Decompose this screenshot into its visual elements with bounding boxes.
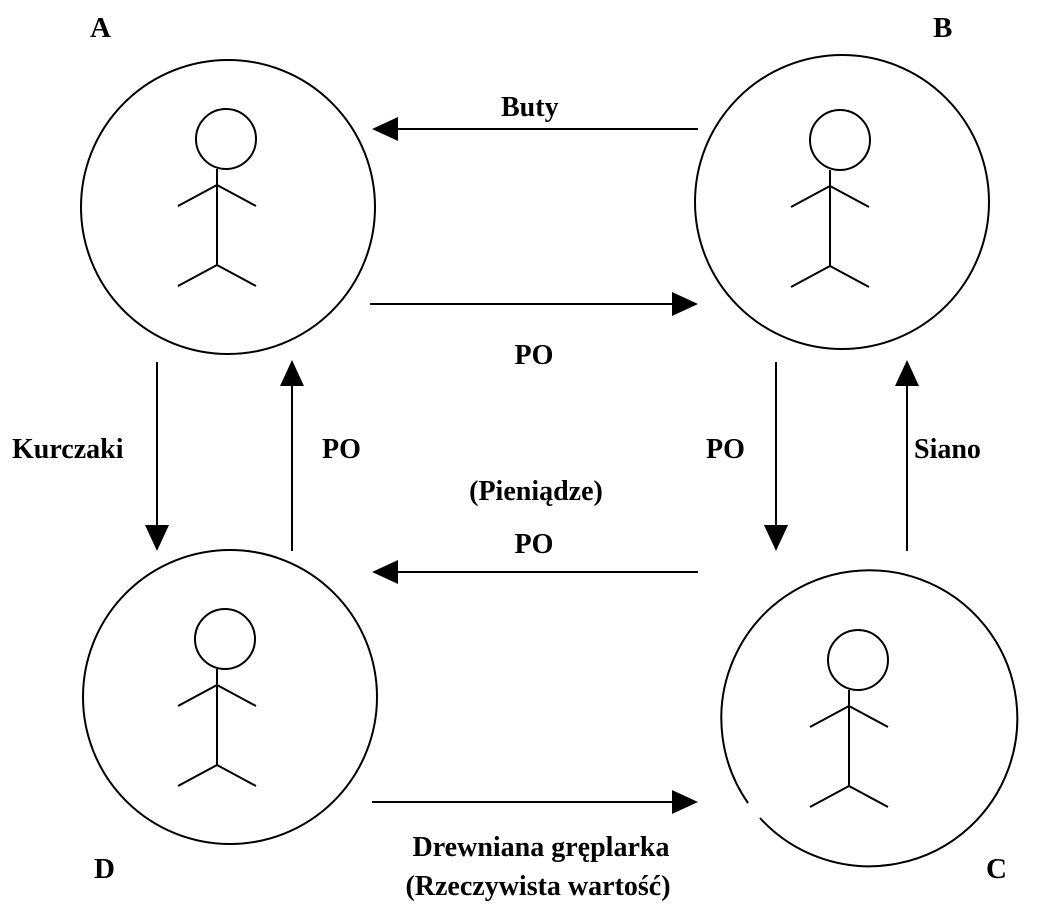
edge-label-c-to-d: PO	[514, 529, 554, 560]
arrow-a-to-b	[370, 292, 698, 316]
person-b-icon	[790, 109, 871, 288]
node-a-circle	[80, 59, 376, 355]
arrow-c-to-d	[372, 560, 698, 584]
edge-label-buty: Buty	[501, 92, 559, 123]
node-b-circle	[694, 54, 990, 350]
edge-label-drewniana: Drewniana gręplarka	[412, 832, 670, 863]
person-d-icon	[177, 608, 257, 787]
edge-label-a-to-b: PO	[514, 340, 554, 371]
node-a	[80, 59, 376, 355]
node-d	[82, 549, 378, 845]
node-c-circle	[720, 569, 1019, 868]
node-c	[720, 569, 1019, 868]
arrow-c-to-b	[895, 360, 919, 551]
node-d-label: D	[94, 853, 115, 885]
edge-label-kurczaki: Kurczaki	[12, 434, 124, 465]
person-c-icon	[809, 629, 889, 808]
annotation-money: (Pieniądze)	[469, 476, 603, 507]
annotation-real-value: (Rzeczywista wartość)	[405, 871, 671, 902]
arrow-d-to-c	[372, 790, 698, 814]
edge-label-b-to-c: PO	[706, 434, 745, 465]
arrow-a-to-d	[145, 362, 169, 551]
edge-label-siano: Siano	[914, 434, 981, 465]
node-d-circle	[82, 549, 378, 845]
arrow-d-to-a	[280, 360, 304, 551]
node-b-label: B	[933, 12, 953, 44]
node-b	[694, 54, 990, 350]
person-a-icon	[177, 108, 257, 287]
edge-label-d-to-a: PO	[322, 434, 361, 465]
arrow-b-to-c	[764, 362, 788, 551]
arrow-b-to-a	[372, 117, 698, 141]
node-a-label: A	[90, 12, 111, 44]
node-c-label: C	[986, 853, 1007, 885]
